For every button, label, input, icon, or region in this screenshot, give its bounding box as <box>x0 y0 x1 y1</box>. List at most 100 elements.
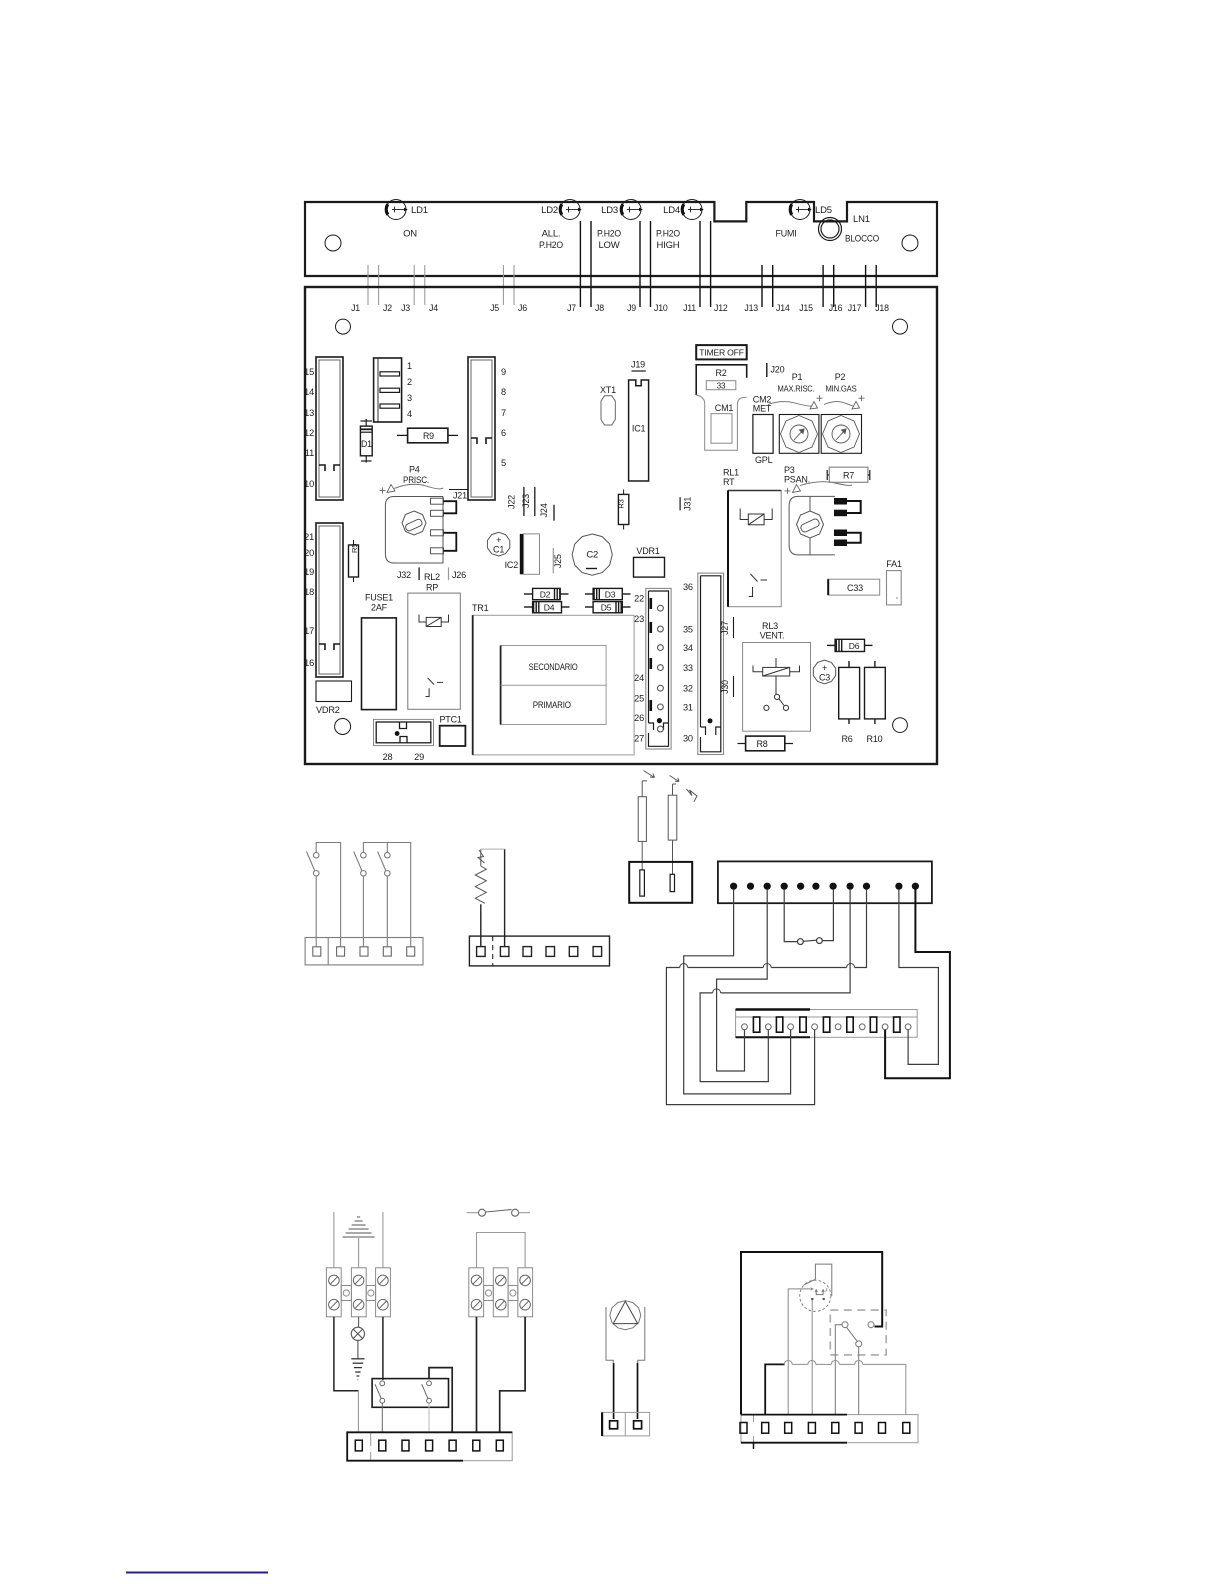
svg-text:12: 12 <box>304 428 314 438</box>
svg-text:20: 20 <box>304 548 314 558</box>
svg-text:9: 9 <box>501 367 506 377</box>
svg-text:TIMER OFF: TIMER OFF <box>699 348 744 358</box>
svg-text:J18: J18 <box>875 303 889 313</box>
svg-text:J20: J20 <box>771 365 785 375</box>
svg-text:J14: J14 <box>776 303 790 313</box>
svg-text:R7: R7 <box>843 471 854 481</box>
svg-text:RL2: RL2 <box>424 572 440 582</box>
svg-text:J15: J15 <box>799 303 813 313</box>
svg-text:GPL: GPL <box>755 455 773 465</box>
svg-text:2: 2 <box>407 377 412 387</box>
svg-text:14: 14 <box>304 387 314 397</box>
svg-text:R8: R8 <box>756 739 767 749</box>
svg-text:25: 25 <box>634 694 644 704</box>
svg-text:J8: J8 <box>595 303 604 313</box>
svg-text:26: 26 <box>634 713 644 723</box>
svg-text:13: 13 <box>304 408 314 418</box>
svg-text:RT: RT <box>723 477 735 487</box>
svg-text:36: 36 <box>683 582 693 592</box>
svg-text:33: 33 <box>683 663 693 673</box>
svg-text:C3: C3 <box>819 673 830 683</box>
svg-text:SECONDARIO: SECONDARIO <box>529 662 578 672</box>
svg-text:FUMI: FUMI <box>776 229 797 240</box>
svg-text:31: 31 <box>683 702 693 712</box>
svg-text:BLOCCO: BLOCCO <box>845 234 879 245</box>
svg-text:11: 11 <box>305 448 314 458</box>
svg-text:J24: J24 <box>539 503 549 517</box>
svg-text:J22: J22 <box>507 495 517 509</box>
svg-text:33: 33 <box>717 382 726 391</box>
svg-text:LD4: LD4 <box>663 205 680 216</box>
svg-text:10: 10 <box>304 479 314 489</box>
svg-text:7: 7 <box>501 408 506 418</box>
svg-text:5: 5 <box>501 458 506 468</box>
svg-text:FUSE1: FUSE1 <box>365 593 393 603</box>
svg-text:D4: D4 <box>544 603 555 613</box>
svg-text:D2: D2 <box>540 589 551 599</box>
svg-text:J12: J12 <box>714 303 728 313</box>
svg-text:18: 18 <box>304 587 314 597</box>
svg-text:J26: J26 <box>452 570 466 580</box>
svg-text:23: 23 <box>634 614 644 624</box>
svg-text:LD5: LD5 <box>815 205 832 216</box>
svg-text:J23: J23 <box>521 494 531 508</box>
svg-text:C2: C2 <box>586 550 598 561</box>
svg-text:MET: MET <box>753 404 772 414</box>
svg-text:J17: J17 <box>848 303 862 313</box>
svg-text:J19: J19 <box>631 360 645 370</box>
svg-text:6: 6 <box>501 428 506 438</box>
svg-text:19: 19 <box>304 567 314 577</box>
svg-text:1: 1 <box>407 361 412 371</box>
svg-text:J9: J9 <box>627 303 636 313</box>
svg-text:P4: P4 <box>409 465 420 475</box>
svg-text:J16: J16 <box>829 303 843 313</box>
svg-text:P1: P1 <box>792 372 803 382</box>
svg-text:J1: J1 <box>351 303 360 313</box>
svg-text:VDR1: VDR1 <box>636 546 659 556</box>
svg-text:P2: P2 <box>835 372 846 382</box>
svg-text:22: 22 <box>634 593 644 603</box>
svg-text:C1: C1 <box>493 545 504 555</box>
svg-text:R6: R6 <box>841 734 852 744</box>
svg-text:PRIMARIO: PRIMARIO <box>533 700 571 710</box>
svg-text:P3: P3 <box>784 465 795 475</box>
svg-text:LD2: LD2 <box>541 205 558 216</box>
svg-text:24: 24 <box>634 673 644 683</box>
svg-text:29: 29 <box>414 752 424 762</box>
svg-text:XT1: XT1 <box>600 385 616 395</box>
svg-text:R9: R9 <box>423 431 434 441</box>
svg-text:CM1: CM1 <box>715 403 734 413</box>
svg-text:J13: J13 <box>744 303 758 313</box>
svg-text:17: 17 <box>304 626 314 636</box>
svg-text:J21: J21 <box>453 491 467 501</box>
svg-text:CM2: CM2 <box>753 395 772 405</box>
svg-text:IC2: IC2 <box>505 560 519 570</box>
svg-text:RP: RP <box>426 583 438 593</box>
svg-text:15: 15 <box>304 367 314 377</box>
svg-text:LOW: LOW <box>598 240 619 251</box>
svg-text:HIGH: HIGH <box>657 240 680 251</box>
svg-text:P.H2O: P.H2O <box>539 240 563 251</box>
svg-text:35: 35 <box>683 625 693 635</box>
svg-text:PSAN.: PSAN. <box>784 475 810 485</box>
svg-text:34: 34 <box>683 643 693 653</box>
svg-text:28: 28 <box>383 752 393 762</box>
svg-text:J10: J10 <box>654 303 668 313</box>
svg-text:J25: J25 <box>553 554 563 568</box>
svg-text:PTC1: PTC1 <box>440 715 462 725</box>
svg-text:J6: J6 <box>518 303 527 313</box>
svg-text:P.H2O: P.H2O <box>597 229 621 240</box>
svg-text:RL3: RL3 <box>762 621 778 631</box>
svg-text:+: + <box>822 663 827 673</box>
svg-text:J30: J30 <box>720 680 730 694</box>
svg-text:LN1: LN1 <box>853 214 870 225</box>
svg-text:D6: D6 <box>849 641 860 651</box>
svg-text:J2: J2 <box>383 303 392 313</box>
svg-text:J27: J27 <box>720 621 730 635</box>
svg-text:RL1: RL1 <box>723 468 739 478</box>
svg-text:21: 21 <box>304 532 314 542</box>
svg-text:J11: J11 <box>683 303 696 313</box>
svg-text:VDR2: VDR2 <box>316 705 340 715</box>
svg-text:+: + <box>496 535 501 545</box>
svg-text:P.H2O: P.H2O <box>656 229 680 240</box>
